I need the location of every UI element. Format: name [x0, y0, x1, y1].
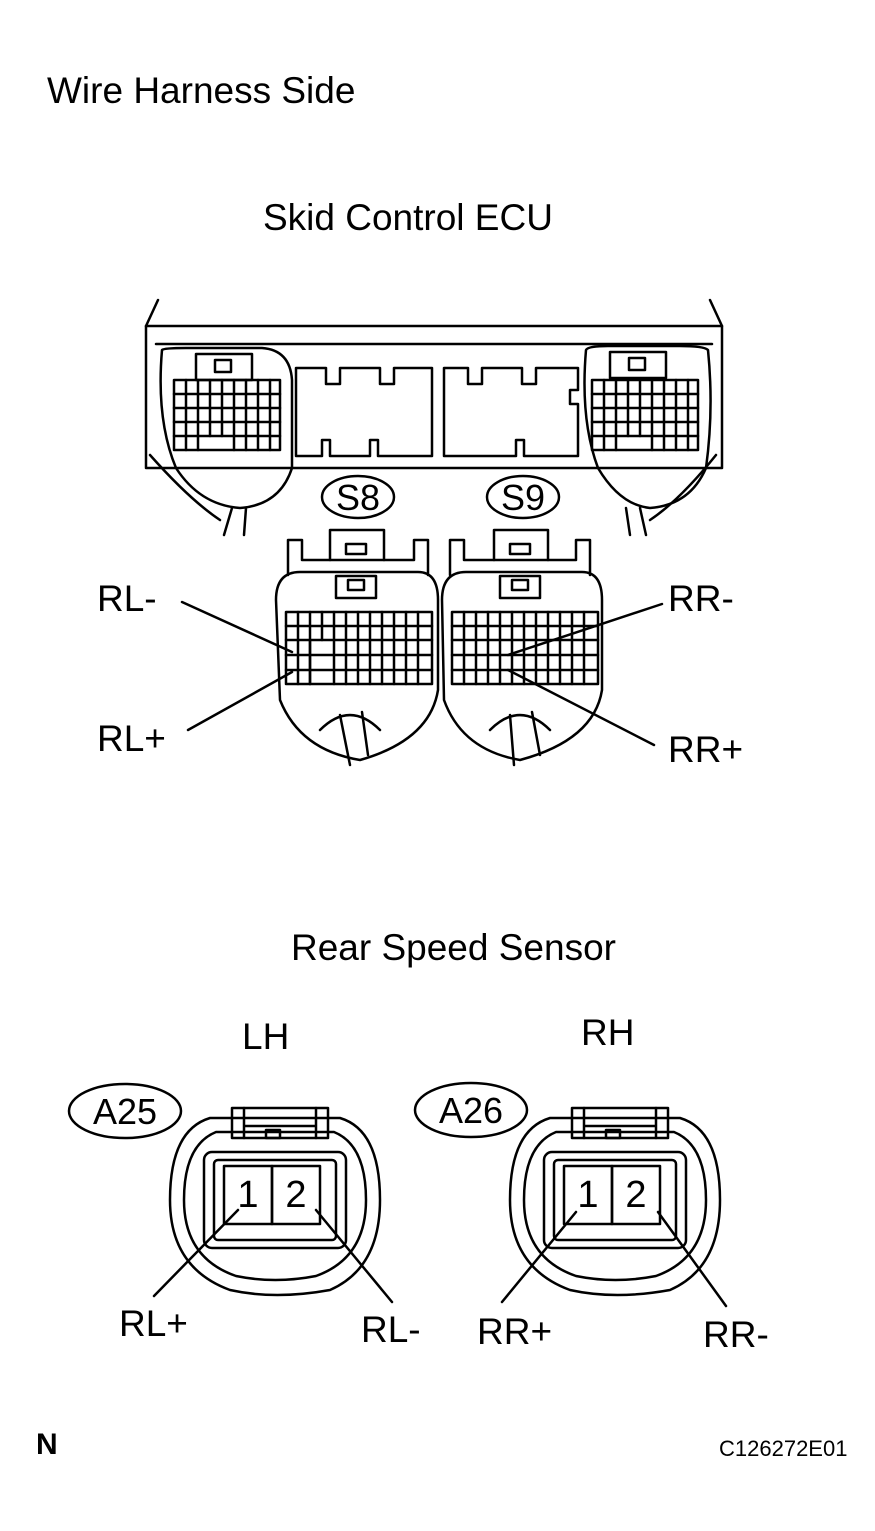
leader-rr-minus: [506, 602, 664, 657]
label-rr-minus: RR-: [668, 578, 734, 619]
sensor-lh-pin1-label: RL+: [119, 1303, 188, 1344]
sensor-rh-pin2-label: RR-: [703, 1314, 769, 1355]
a26-code-ellipse: [413, 1081, 529, 1139]
leader-rr-plus: [506, 668, 656, 747]
s9-harness-plug: [440, 528, 604, 767]
ecu-s8-receptacle: [294, 366, 434, 458]
a25-code-ellipse: [67, 1082, 183, 1140]
ecu-title: Skid Control ECU: [263, 197, 553, 238]
sensor-rh-pin1-label: RR+: [477, 1311, 553, 1352]
sensor-lh-pin2-label: RL-: [361, 1309, 421, 1350]
sensor-title: Rear Speed Sensor: [291, 927, 616, 968]
lh-pin1-number: 1: [237, 1174, 258, 1216]
s8-harness-plug: [274, 528, 440, 767]
sensor-lh-label: LH: [242, 1016, 290, 1057]
sensor-rh-connector: [508, 1106, 722, 1297]
lh-pin2-number: 2: [285, 1174, 306, 1216]
rh-pin2-number: 2: [625, 1174, 646, 1216]
connector-code-a26: A26: [439, 1090, 503, 1131]
leader-rh-pin1: [500, 1210, 578, 1304]
s9-code-ellipse: [485, 474, 561, 520]
sensor-rh-label: RH: [581, 1012, 635, 1053]
ecu-s9-receptacle: [442, 366, 580, 458]
ecu-left-connector: [148, 346, 294, 537]
leader-rl-plus: [186, 670, 294, 732]
ecu-housing: [144, 298, 724, 470]
s8-code-ellipse: [320, 474, 396, 520]
label-rr-plus: RR+: [668, 729, 744, 770]
leader-rl-minus: [180, 600, 294, 654]
figure-code: C126272E01: [719, 1436, 848, 1461]
sensor-lh-connector: [168, 1106, 382, 1297]
label-rl-plus: RL+: [97, 718, 166, 759]
leader-lh-pin2: [314, 1208, 394, 1304]
label-rl-minus: RL-: [97, 578, 157, 619]
page-title: Wire Harness Side: [47, 70, 356, 111]
connector-code-s8: S8: [336, 477, 380, 518]
ecu-right-connector: [583, 344, 718, 537]
rh-pin1-number: 1: [577, 1174, 598, 1216]
leader-rh-pin2: [656, 1210, 728, 1308]
connector-code-s9: S9: [501, 477, 545, 518]
connector-code-a25: A25: [93, 1091, 157, 1132]
north-mark: N: [36, 1428, 58, 1461]
leader-lh-pin1: [152, 1208, 240, 1298]
